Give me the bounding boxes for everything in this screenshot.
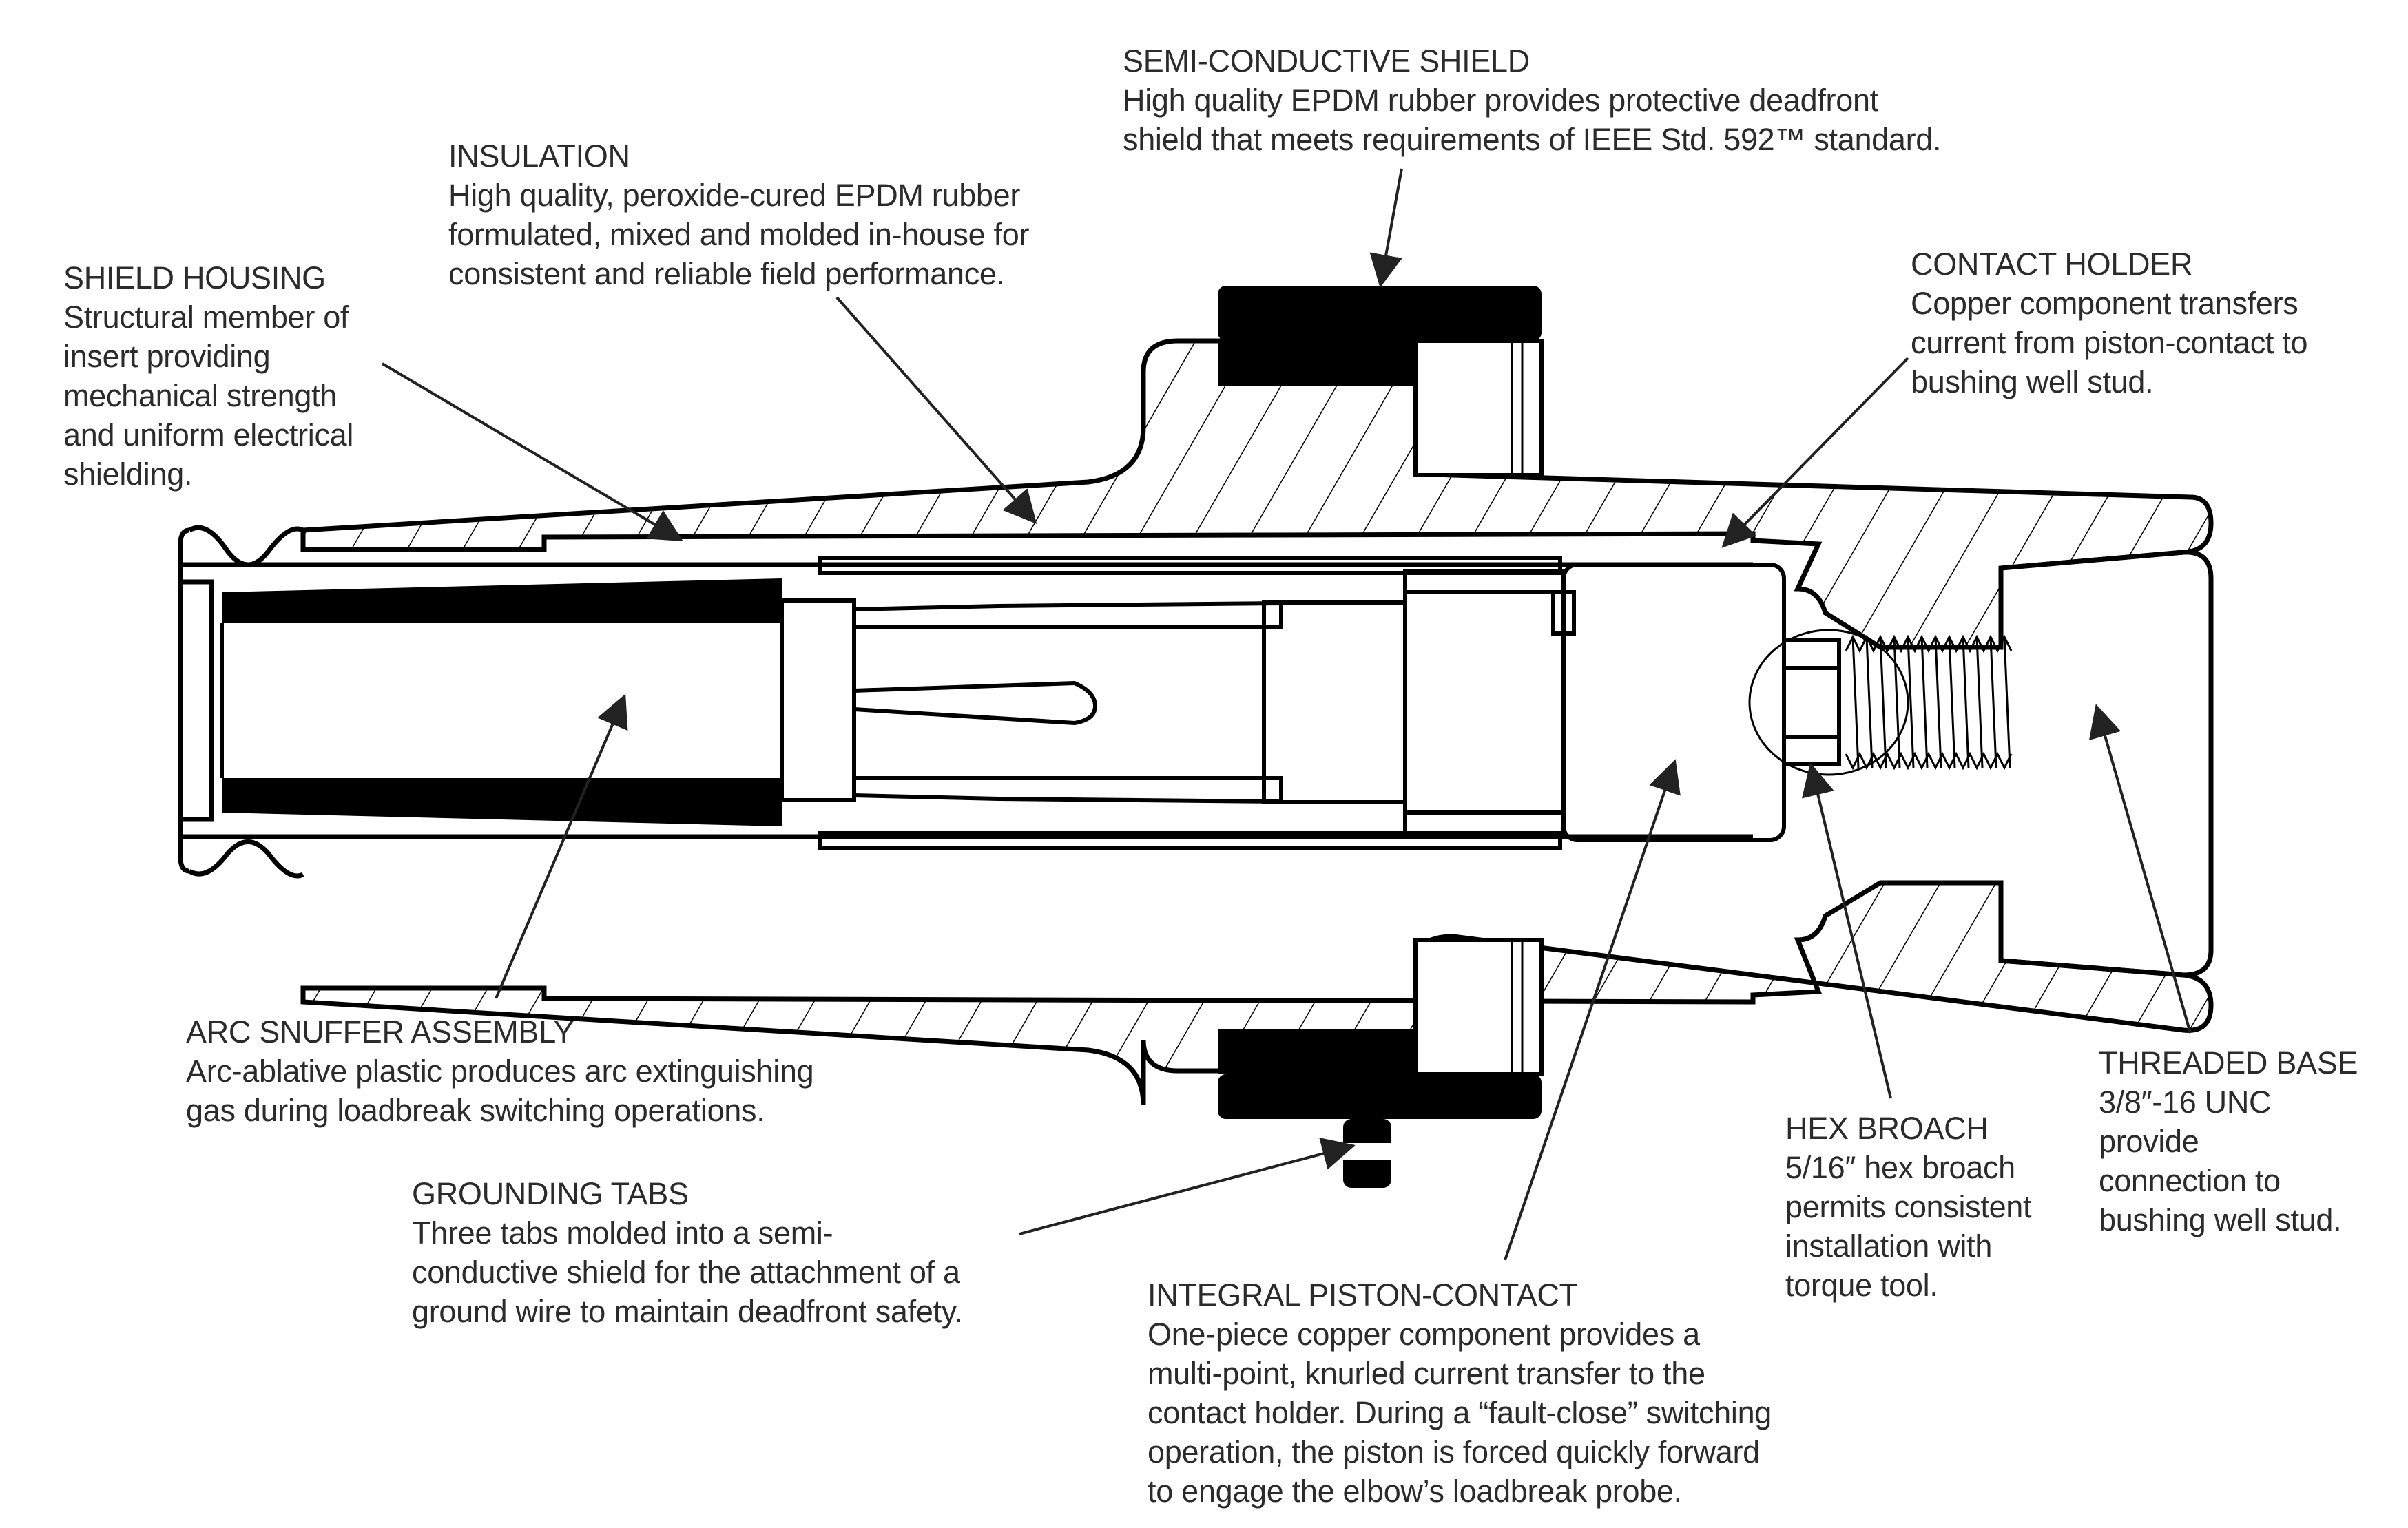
thread-profile	[1845, 751, 2013, 771]
thread-line	[1948, 636, 1956, 768]
threaded-stud	[1845, 634, 2013, 771]
threaded-base-upper	[2000, 550, 2214, 978]
thread-line	[1975, 636, 1984, 768]
thread-line	[1934, 636, 1942, 768]
leader-piston-contact	[1504, 759, 1681, 1261]
thread-line	[1879, 636, 1887, 768]
thread-profile	[1845, 634, 2013, 653]
thread-line	[1893, 636, 1901, 768]
callout-shield-housing: SHIELD HOUSING Structural member of inse…	[63, 258, 353, 494]
thread-line	[1962, 636, 1970, 768]
leader-threaded-base	[2088, 704, 2192, 1034]
hex-broach	[1782, 638, 1841, 766]
callout-threaded-base: THREADED BASE 3/8″-16 UNC provide connec…	[2099, 1043, 2358, 1239]
callout-title: GROUNDING TABS	[412, 1176, 689, 1211]
callout-title: CONTACT HOLDER	[1911, 247, 2193, 282]
callout-title: ARC SNUFFER ASSEMBLY	[186, 1014, 574, 1049]
leader-lines	[381, 168, 2192, 1261]
callout-title: HEX BROACH	[1785, 1111, 1989, 1146]
callout-title: SHIELD HOUSING	[63, 260, 326, 295]
leader-insulation	[835, 296, 1037, 524]
callout-title: SEMI-CONDUCTIVE SHIELD	[1123, 43, 1530, 79]
arc-snuffer-assembly	[220, 578, 782, 826]
callout-description: Structural member of insert providing me…	[63, 300, 354, 492]
leader-arc-snuffer	[495, 693, 628, 999]
callout-semi-conductive-shield: SEMI-CONDUCTIVE SHIELD High quality EPDM…	[1123, 41, 1942, 159]
callout-description: High quality EPDM rubber provides protec…	[1123, 83, 1942, 157]
thread-line	[1920, 636, 1929, 768]
thread-line	[1851, 636, 1860, 768]
leader-grounding-tabs	[1019, 1138, 1356, 1235]
shield-housing	[178, 525, 1753, 879]
thread-line	[1907, 636, 1915, 768]
leader-semi-conductive-shield	[1369, 168, 1403, 288]
callout-description: Three tabs molded into a semi- conductiv…	[412, 1215, 963, 1329]
callout-hex-broach: HEX BROACH 5/16″ hex broach permits cons…	[1785, 1109, 2032, 1305]
callout-title: THREADED BASE	[2099, 1045, 2358, 1080]
callout-contact-holder: CONTACT HOLDER Copper component transfer…	[1911, 244, 2308, 401]
callout-description: High quality, peroxide-cured EPDM rubber…	[448, 178, 1030, 291]
callout-description: 3/8″-16 UNC provide connection to bushin…	[2099, 1085, 2342, 1237]
callout-arc-snuffer-assembly: ARC SNUFFER ASSEMBLY Arc-ablative plasti…	[186, 1012, 814, 1130]
callout-insulation: INSULATION High quality, peroxide-cured …	[448, 136, 1029, 293]
thread-line	[1989, 636, 1997, 768]
thread-line	[2003, 636, 2011, 768]
leader-shield-housing	[381, 362, 683, 542]
callout-description: 5/16″ hex broach permits consistent inst…	[1785, 1150, 2032, 1303]
leader-hex-broach	[1801, 762, 1892, 1099]
callout-grounding-tabs: GROUNDING TABS Three tabs molded into a …	[412, 1174, 963, 1331]
thread-line	[1865, 636, 1874, 768]
semi-conductive-shield	[1218, 286, 1544, 1188]
callout-description: Arc-ablative plastic produces arc exting…	[186, 1054, 814, 1128]
callout-description: One-piece copper component provides a mu…	[1148, 1317, 1772, 1509]
inner-contact-parts	[780, 556, 1909, 850]
callout-integral-piston-contact: INTEGRAL PISTON-CONTACT One-piece copper…	[1148, 1275, 1772, 1511]
callout-title: INSULATION	[448, 138, 630, 174]
leader-contact-holder	[1721, 357, 1909, 548]
callout-description: Copper component transfers current from …	[1911, 286, 2308, 399]
callout-title: INTEGRAL PISTON-CONTACT	[1148, 1277, 1578, 1312]
